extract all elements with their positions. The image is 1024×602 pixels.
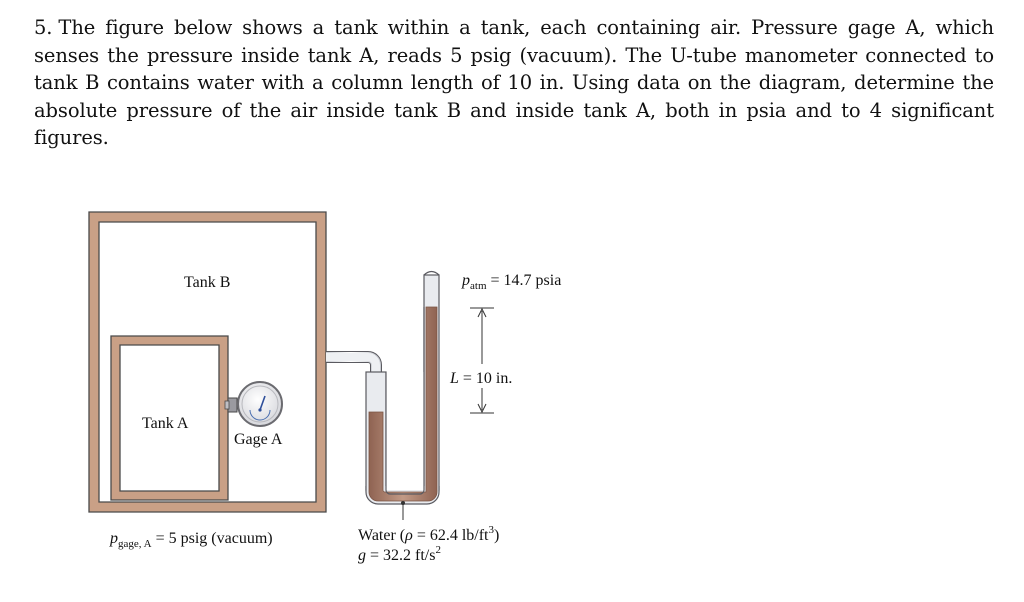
tank-a-label: Tank A — [142, 415, 189, 432]
gravity-label: g = 32.2 ft/s2 — [358, 544, 441, 564]
problem-number: 5. — [34, 16, 53, 39]
water-density-label: Water (ρ = 62.4 lb/ft3) — [358, 524, 499, 544]
problem-statement: 5.The figure below shows a tank within a… — [34, 14, 994, 152]
length-label: L = 10 in. — [449, 370, 512, 387]
length-dimension — [470, 307, 494, 414]
problem-text: The figure below shows a tank within a t… — [34, 16, 994, 150]
gage-reading-label: pgage, A = 5 psig (vacuum) — [109, 530, 273, 550]
gage-a — [224, 381, 283, 427]
patm-label: patm = 14.7 psia — [461, 272, 561, 292]
tank-a — [110, 335, 229, 501]
gage-a-label: Gage A — [234, 431, 283, 448]
u-tube-manometer — [365, 270, 440, 520]
tank-b — [88, 211, 327, 513]
water-column — [368, 306, 438, 502]
connecting-tube — [326, 351, 382, 380]
gage-needle — [259, 395, 266, 411]
tank-b-label: Tank B — [184, 274, 230, 291]
